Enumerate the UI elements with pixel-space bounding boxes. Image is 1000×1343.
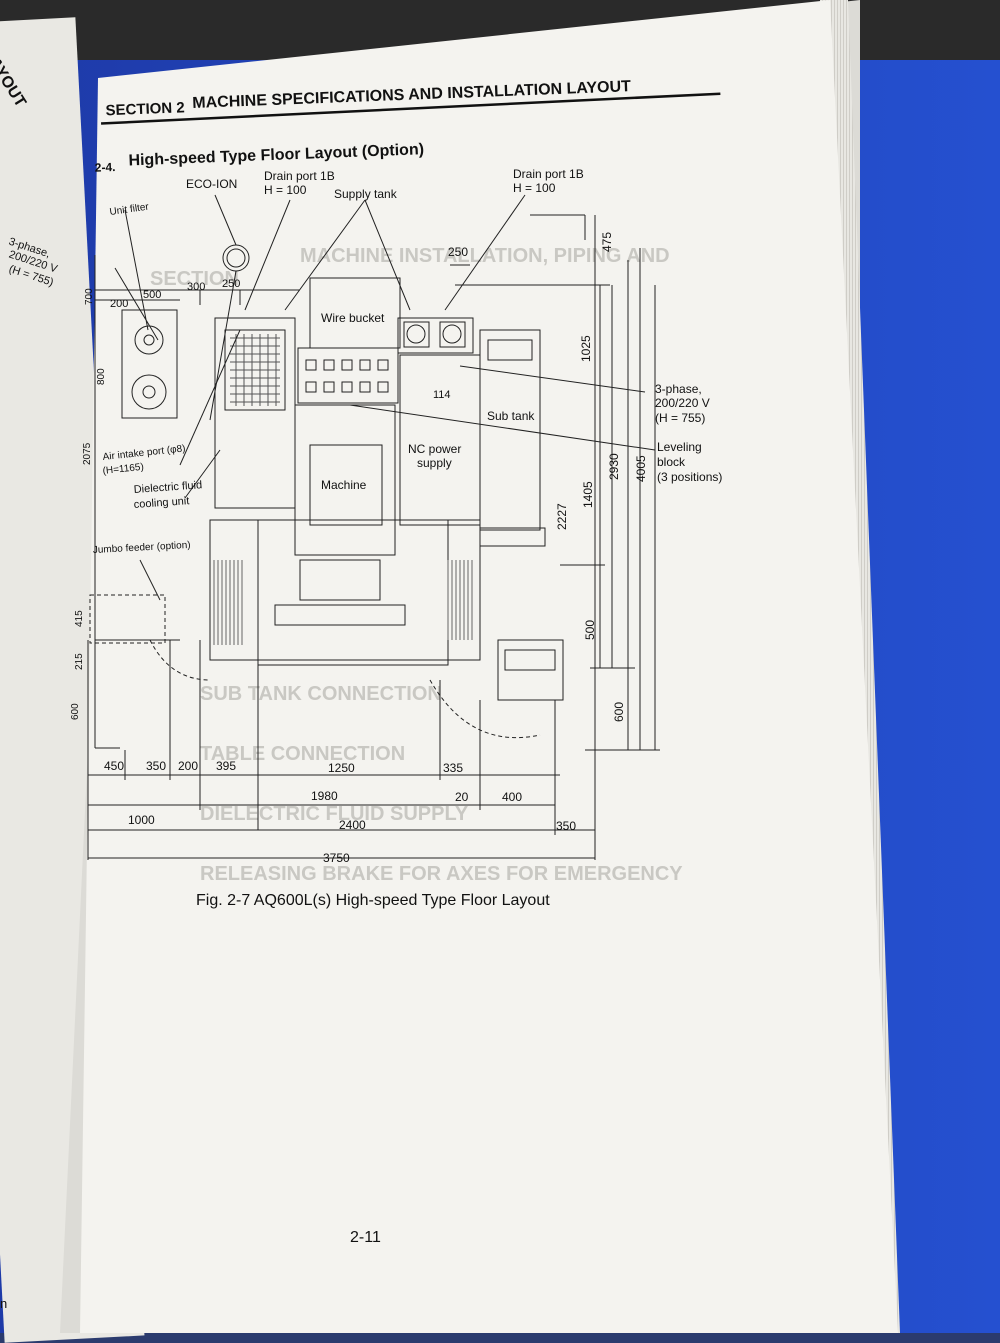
subsection-title: High-speed Type Floor Layout (Option) [128, 141, 424, 169]
wire-bucket-area [297, 347, 399, 404]
dim-500-a: 500 [143, 289, 161, 301]
label-nc-power-2: supply [417, 456, 452, 470]
dim-300: 300 [187, 281, 205, 293]
label-leveling-2: block [657, 455, 686, 469]
dim-b200: 200 [178, 759, 198, 773]
jumbo-feeder-outline [89, 594, 166, 644]
dim-4005: 4005 [634, 455, 648, 482]
figure-caption: Fig. 2-7 AQ600L(s) High-speed Type Floor… [196, 892, 550, 909]
dim-b350-right: 350 [556, 819, 576, 833]
dim-800: 800 [96, 368, 107, 385]
dim-2227: 2227 [555, 503, 569, 530]
dim-1025: 1025 [579, 335, 593, 362]
label-sub-tank: Sub tank [487, 409, 535, 423]
svg-text:RELEASING BRAKE FOR AXES FOR E: RELEASING BRAKE FOR AXES FOR EMERGENCY [200, 863, 683, 885]
supply-tank-outline [397, 317, 474, 354]
dim-b400: 400 [502, 790, 522, 804]
dim-215: 215 [74, 653, 85, 670]
label-air-intake-1: Air intake port (φ8) [102, 443, 186, 463]
sub-tank-outline [479, 329, 541, 531]
dim-200-a: 200 [110, 298, 128, 310]
svg-text:SECTION: SECTION [150, 268, 239, 290]
dim-600-right: 600 [612, 702, 626, 722]
dim-475: 475 [600, 232, 614, 252]
subsection-number: 2-4. [94, 160, 115, 175]
dim-2930: 2930 [607, 453, 621, 480]
label-nc-power-1: NC power [408, 442, 461, 456]
dim-b2400: 2400 [339, 818, 366, 832]
label-dielectric-1: Dielectric fluid [133, 479, 202, 496]
dim-415: 415 [74, 610, 85, 627]
header-rule [101, 92, 721, 125]
filter-unit-outline [121, 309, 178, 419]
dim-b450: 450 [104, 759, 124, 773]
dim-b20: 20 [455, 790, 469, 804]
label-dielectric-2: cooling unit [133, 495, 189, 511]
section-title: MACHINE SPECIFICATIONS AND INSTALLATION … [192, 78, 631, 112]
label-supply-tank: Supply tank [334, 187, 398, 201]
label-three-phase-3: (H = 755) [655, 411, 705, 425]
bleed-through-text: SECTION MACHINE INSTALLATION, PIPING AND… [150, 245, 683, 885]
label-wire-bucket: Wire bucket [321, 311, 385, 325]
dim-114: 114 [433, 389, 451, 401]
dim-b1980: 1980 [311, 789, 338, 803]
dim-250-a: 250 [222, 278, 240, 290]
dim-250-top: 250 [448, 245, 468, 259]
dim-b395: 395 [216, 759, 236, 773]
label-eco-ion: ECO-ION [186, 177, 237, 191]
nc-power-supply-outline [399, 354, 481, 526]
label-leveling-3: (3 positions) [657, 470, 722, 484]
section-label: SECTION 2 [105, 99, 185, 119]
side-unit-outline [497, 639, 564, 701]
dim-b1000: 1000 [128, 813, 155, 827]
label-jumbo-feeder: Jumbo feeder (option) [93, 540, 191, 556]
dim-b350: 350 [146, 759, 166, 773]
drawing-lines [87, 194, 660, 860]
label-unit-filter: Unit filter [109, 201, 150, 217]
dim-b1250: 1250 [328, 761, 355, 775]
dim-600-left: 600 [70, 703, 81, 720]
machine-outline [294, 404, 396, 556]
svg-text:DIELECTRIC FLUID SUPPLY: DIELECTRIC FLUID SUPPLY [200, 803, 469, 825]
label-air-intake-2: (H=1165) [102, 462, 144, 477]
label-leveling-1: Leveling [657, 440, 702, 454]
label-drain-port-left-2: H = 100 [264, 183, 307, 197]
dim-500: 500 [583, 620, 597, 640]
dim-700: 700 [84, 288, 95, 305]
dim-1405: 1405 [581, 481, 595, 508]
svg-text:MACHINE INSTALLATION, PIPING A: MACHINE INSTALLATION, PIPING AND [300, 245, 670, 267]
label-three-phase-1: 3-phase, [655, 382, 702, 396]
page-number: 2-11 [350, 1229, 381, 1246]
left-corner-text: n [0, 1296, 8, 1311]
dim-b335: 335 [443, 761, 463, 775]
label-drain-port-left-1: Drain port 1B [264, 169, 335, 183]
dim-b3750: 3750 [323, 851, 350, 865]
manual-page [80, 0, 898, 1333]
label-drain-port-right-2: H = 100 [513, 181, 556, 195]
label-machine: Machine [321, 478, 367, 492]
svg-text:TABLE CONNECTION: TABLE CONNECTION [200, 743, 405, 765]
dim-2075: 2075 [82, 442, 93, 465]
svg-text:SUB TANK CONNECTION: SUB TANK CONNECTION [200, 683, 442, 705]
label-drain-port-right-1: Drain port 1B [513, 167, 584, 181]
label-three-phase-2: 200/220 V [655, 396, 710, 410]
